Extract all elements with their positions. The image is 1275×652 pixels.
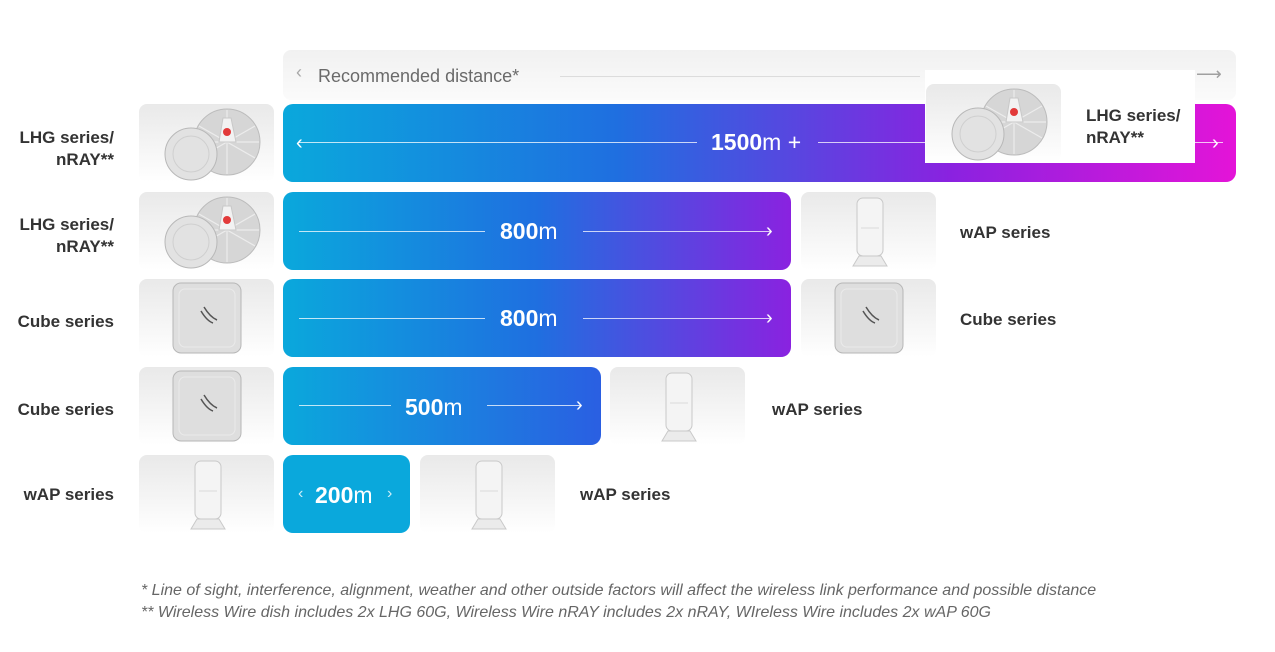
row-2-arrow-right-icon: › (766, 220, 773, 242)
row-5-target-label: wAP series (580, 485, 671, 504)
row-1-source-line-2: nRAY** (56, 150, 114, 169)
wap-device-icon (661, 372, 697, 442)
cube-antenna-icon (834, 282, 904, 354)
row-3-source-device (139, 279, 274, 357)
row-1-distance-value: 1500 (711, 129, 763, 155)
row-2-source-label: LHG series/ nRAY** (0, 214, 115, 258)
row-5-distance-unit: m (353, 482, 373, 508)
row-1-target-device (926, 84, 1061, 162)
row-2-bar-line-right (583, 231, 771, 232)
row-1-arrow-left-icon: ‹ (296, 132, 303, 154)
row-4-bar-line-right (487, 405, 581, 406)
row-5-chevron-left-icon: ‹ (298, 485, 304, 502)
row-1-source-line-1: LHG series/ (19, 128, 115, 147)
row-3-source-label: Cube series (17, 312, 114, 331)
row-5-source-device (139, 455, 274, 533)
row-2-distance-value: 800 (500, 218, 539, 244)
row-2-target-device (801, 192, 936, 270)
row-5-source-label: wAP series (23, 485, 114, 504)
row-2-target-label: wAP series (960, 223, 1051, 242)
row-3-distance-unit: m (538, 305, 558, 331)
row-2-bar-line-left (299, 231, 485, 232)
wap-device-icon (190, 460, 226, 530)
row-4-target-label: wAP series (772, 400, 863, 419)
cube-antenna-icon (172, 282, 242, 354)
row-1-bar-line-left (299, 142, 697, 143)
row-1-target-line-2: nRAY** (1086, 128, 1144, 147)
row-1-source-device (139, 104, 274, 182)
cube-antenna-icon (172, 370, 242, 442)
arrow-right-icon: ⟶ (1196, 64, 1222, 84)
row-5-distance-bar (283, 455, 410, 533)
row-3-distance: 800m (500, 305, 558, 332)
row-1-arrow-right-icon: › (1212, 132, 1219, 154)
footnote-2: ** Wireless Wire dish includes 2x LHG 60… (141, 604, 991, 621)
row-1-distance: 1500m + (711, 129, 801, 156)
lhg-dish-icon (951, 88, 1048, 161)
row-4-target-device (610, 367, 745, 445)
row-4-distance-bar (283, 367, 601, 445)
row-4-distance-value: 500 (405, 394, 444, 420)
row-1-distance-unit: m + (762, 129, 802, 155)
row-4-distance: 500m (405, 394, 463, 421)
row-4-source-label: Cube series (17, 400, 114, 419)
row-5-chevron-right-icon: › (387, 485, 393, 502)
row-5-target-device (420, 455, 555, 533)
row-2-distance: 800m (500, 218, 558, 245)
row-1-target-line-1: LHG series/ (1086, 106, 1181, 125)
lhg-dish-icon (164, 196, 261, 269)
row-1-source-label: LHG series/ nRAY** (0, 127, 115, 171)
row-2-source-device (139, 192, 274, 270)
recommended-distance-label: Recommended distance* (318, 66, 520, 86)
wap-device-icon (852, 197, 888, 267)
row-2-source-line-1: LHG series/ (19, 215, 115, 234)
row-3-bar-line-left (299, 318, 485, 319)
row-4-bar-line-left (299, 405, 391, 406)
lhg-dish-icon (164, 108, 261, 181)
row-4-arrow-right-icon: › (576, 394, 583, 416)
row-3-bar-line-right (583, 318, 771, 319)
row-3-target-label: Cube series (960, 310, 1057, 329)
row-5-distance-value: 200 (315, 482, 354, 508)
footnote-1: * Line of sight, interference, alignment… (141, 582, 1097, 599)
row-4-source-device (139, 367, 274, 445)
wap-device-icon (471, 460, 507, 530)
row-3-target-device (801, 279, 936, 357)
row-3-distance-value: 800 (500, 305, 539, 331)
row-2-distance-unit: m (538, 218, 558, 244)
row-5-distance: 200m (315, 482, 373, 509)
row-2-source-line-2: nRAY** (56, 237, 114, 256)
row-3-arrow-right-icon: › (766, 307, 773, 329)
row-1-target-label: LHG series/ nRAY** (1086, 105, 1181, 149)
chevron-left-icon: ‹ (296, 62, 302, 82)
recommended-distance-line (560, 76, 920, 77)
row-4-distance-unit: m (443, 394, 463, 420)
